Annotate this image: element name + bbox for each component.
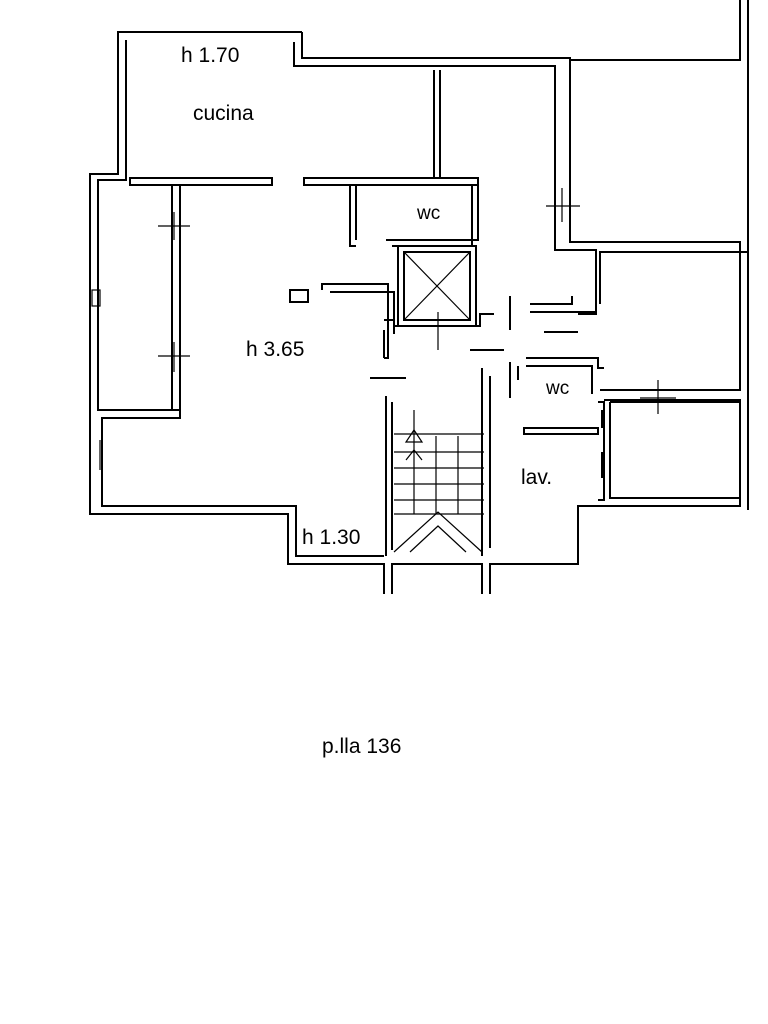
lift-shaft xyxy=(397,245,477,327)
parcel-label: p.lla 136 xyxy=(322,735,401,758)
kitchen-label: cucina xyxy=(193,102,254,125)
height-label-main: h 3.65 xyxy=(246,338,304,361)
outer-walls xyxy=(89,0,749,594)
height-label-top: h 1.70 xyxy=(181,44,239,67)
wc-label-upper: wc xyxy=(416,203,440,224)
wc-label-lower: wc xyxy=(545,378,569,399)
height-label-bottom: h 1.30 xyxy=(302,526,360,549)
openings xyxy=(91,188,676,478)
laundry-label: lav. xyxy=(521,466,552,489)
staircase xyxy=(393,410,484,553)
